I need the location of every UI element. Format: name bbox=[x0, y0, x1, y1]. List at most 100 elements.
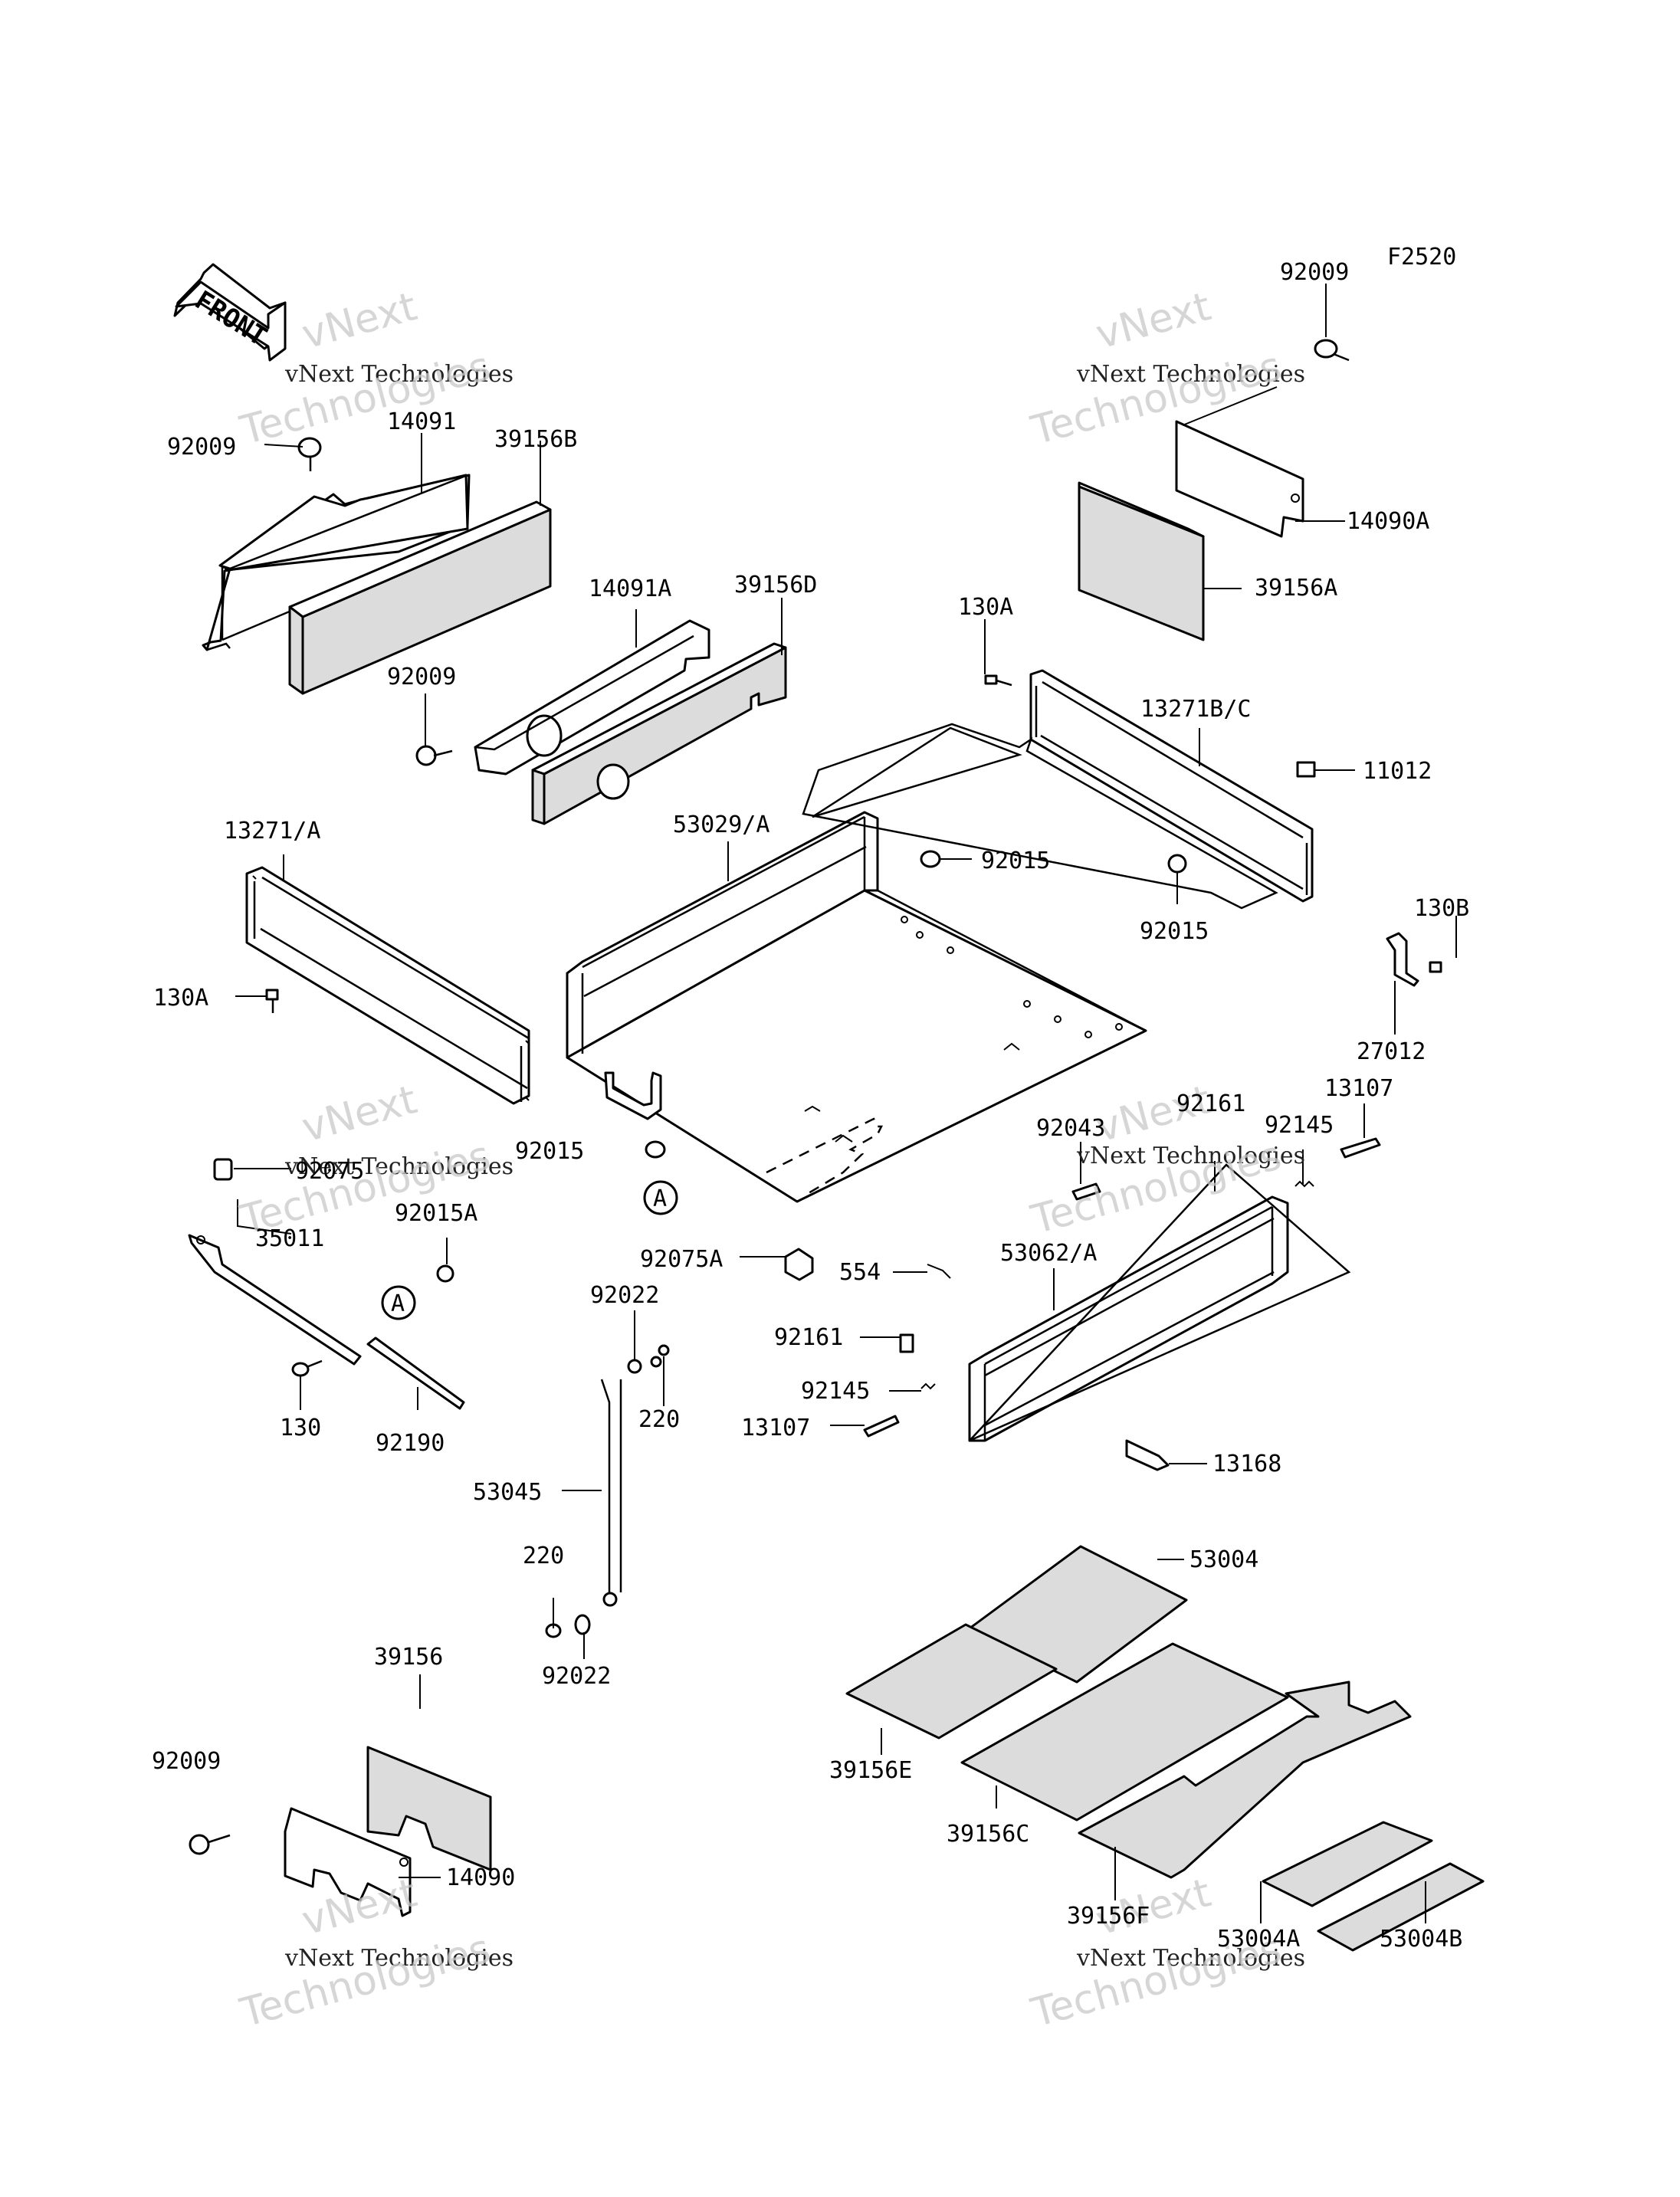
nut-92015A-icon bbox=[436, 1264, 454, 1283]
label-554: 554 bbox=[839, 1259, 881, 1286]
bolt-92009-bottom-icon bbox=[189, 1834, 231, 1855]
spring-92145-left-icon bbox=[920, 1382, 936, 1390]
pin-92043-icon bbox=[1071, 1182, 1101, 1201]
label-14090A: 14090A bbox=[1347, 508, 1429, 535]
pad-39156 bbox=[366, 1746, 492, 1871]
label-39156A: 39156A bbox=[1255, 575, 1337, 602]
label-220-bottom: 220 bbox=[523, 1543, 564, 1569]
label-92015-c: 92015 bbox=[515, 1138, 584, 1165]
svg-text:vNext Technologies: vNext Technologies bbox=[284, 1945, 514, 1972]
label-53029A: 53029/A bbox=[673, 812, 769, 838]
bolt-92009-top-left-icon bbox=[297, 437, 322, 471]
nut-92015-c-icon bbox=[645, 1140, 666, 1159]
circle-ref-a-bottom-label: A bbox=[391, 1290, 405, 1317]
label-53045: 53045 bbox=[473, 1479, 542, 1506]
label-35011: 35011 bbox=[255, 1225, 324, 1252]
watermark-top-right: vNext vNext Technologies Technologies bbox=[1026, 284, 1305, 454]
label-130B: 130B bbox=[1414, 895, 1469, 922]
label-13107-left: 13107 bbox=[741, 1415, 810, 1441]
label-53062A: 53062/A bbox=[1000, 1240, 1097, 1267]
pad-39156D bbox=[531, 642, 787, 825]
figure-code: F2520 bbox=[1387, 244, 1456, 271]
label-92075A: 92075A bbox=[640, 1246, 723, 1273]
front-arrow-icon: FRONT bbox=[173, 263, 287, 362]
bracket-14091A bbox=[474, 619, 710, 776]
panel-13271BC bbox=[802, 669, 1314, 910]
label-92043: 92043 bbox=[1036, 1115, 1105, 1142]
svg-text:vNext: vNext bbox=[297, 284, 422, 358]
bracket-14090A bbox=[1175, 420, 1304, 538]
lever-35011-icon bbox=[188, 1234, 362, 1366]
circle-ref-a-bottom-icon: A bbox=[381, 1285, 416, 1320]
bolt-92009-mid-icon bbox=[415, 745, 453, 766]
circle-ref-a-top-icon: A bbox=[643, 1180, 678, 1215]
label-92145-right: 92145 bbox=[1265, 1112, 1334, 1139]
watermark-bottom-right: vNext vNext Technologies Technologies bbox=[1026, 1870, 1305, 2037]
label-14091: 14091 bbox=[387, 408, 456, 435]
label-92015A: 92015A bbox=[395, 1200, 477, 1227]
label-92145-left: 92145 bbox=[801, 1378, 870, 1405]
label-13107-right: 13107 bbox=[1324, 1075, 1393, 1102]
label-14091A: 14091A bbox=[589, 575, 671, 602]
label-130A-right: 130A bbox=[958, 594, 1013, 621]
label-92009-top-right: 92009 bbox=[1280, 259, 1349, 286]
label-92015-a: 92015 bbox=[981, 848, 1050, 874]
bed-53029A bbox=[566, 811, 1147, 1203]
cap-92075-icon bbox=[213, 1158, 233, 1181]
clip-554-icon bbox=[927, 1264, 951, 1279]
pad-39156A bbox=[1078, 481, 1205, 641]
svg-text:vNext: vNext bbox=[1091, 284, 1216, 358]
label-39156B: 39156B bbox=[494, 426, 577, 453]
label-13271BC: 13271B/C bbox=[1140, 696, 1252, 723]
mat-39156E bbox=[845, 1623, 1058, 1740]
label-92022-top: 92022 bbox=[590, 1282, 659, 1309]
label-13168: 13168 bbox=[1212, 1451, 1281, 1477]
circle-ref-a-top-label: A bbox=[653, 1185, 667, 1212]
label-130A-left: 130A bbox=[153, 985, 208, 1012]
stud-92022-top-icon bbox=[627, 1344, 670, 1374]
washer-92022-bottom-icon bbox=[574, 1614, 591, 1635]
bolt-130A-left-icon bbox=[265, 989, 279, 1013]
label-39156D: 39156D bbox=[734, 572, 817, 598]
label-53004B: 53004B bbox=[1380, 1926, 1462, 1953]
svg-text:vNext Technologies: vNext Technologies bbox=[284, 1153, 514, 1180]
label-92161-left: 92161 bbox=[774, 1324, 843, 1351]
cap-11012-icon bbox=[1296, 761, 1316, 778]
label-92161-right: 92161 bbox=[1176, 1090, 1245, 1117]
nut-92015-b-icon bbox=[1167, 854, 1187, 874]
part-labels: F2520 92009 92009 14091 39156B 14090A 39… bbox=[152, 244, 1469, 1953]
spring-92145-icon bbox=[1294, 1180, 1314, 1188]
nut-92015-icon bbox=[920, 850, 941, 868]
bracket-27012-icon bbox=[1386, 932, 1419, 987]
svg-text:Technologies: Technologies bbox=[235, 1926, 495, 2037]
bolt-130-icon bbox=[291, 1359, 323, 1377]
svg-text:vNext Technologies: vNext Technologies bbox=[1076, 361, 1305, 388]
svg-text:vNext Technologies: vNext Technologies bbox=[1076, 1143, 1305, 1169]
pad-92075A-icon bbox=[784, 1248, 814, 1281]
svg-text:vNext Technologies: vNext Technologies bbox=[284, 361, 514, 388]
svg-text:vNext: vNext bbox=[297, 1077, 422, 1151]
label-39156C: 39156C bbox=[947, 1821, 1029, 1848]
mat-53004A bbox=[1262, 1821, 1433, 1907]
mat-53004B bbox=[1317, 1862, 1485, 1952]
bolt-92009-top-right-icon bbox=[1314, 339, 1350, 362]
bolt-92161-left-icon bbox=[899, 1333, 914, 1353]
tailgate-53062A bbox=[968, 1163, 1351, 1442]
bracket-14090 bbox=[284, 1807, 412, 1917]
watermark-bottom-left: vNext vNext Technologies Technologies bbox=[235, 1870, 514, 2037]
svg-text:Technologies: Technologies bbox=[235, 343, 495, 454]
svg-text:vNext Technologies: vNext Technologies bbox=[1076, 1945, 1305, 1972]
label-92075: 92075 bbox=[295, 1158, 364, 1185]
label-92009-top-left: 92009 bbox=[167, 434, 236, 461]
cable-53045-icon bbox=[600, 1379, 622, 1607]
label-92009-bottom: 92009 bbox=[152, 1748, 221, 1775]
label-13271A: 13271/A bbox=[224, 818, 320, 844]
label-92009-mid: 92009 bbox=[387, 664, 456, 690]
label-11012: 11012 bbox=[1363, 758, 1432, 785]
pin-13168-icon bbox=[1125, 1439, 1170, 1471]
label-39156E: 39156E bbox=[829, 1757, 912, 1784]
bolt-130B-icon bbox=[1429, 961, 1442, 973]
mat-39156C bbox=[960, 1642, 1289, 1822]
label-27012: 27012 bbox=[1357, 1038, 1426, 1065]
